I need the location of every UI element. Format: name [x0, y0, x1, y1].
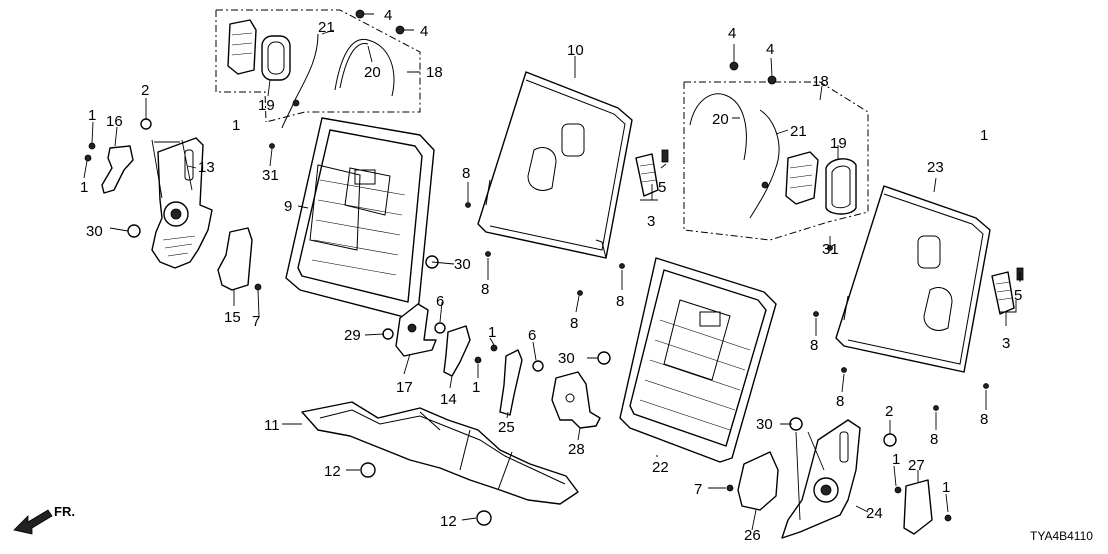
callout: 27: [908, 457, 925, 474]
part-28-bracket: [551, 371, 601, 429]
callout: 30: [454, 256, 471, 273]
callout: 1: [942, 479, 950, 496]
callout: 8: [462, 165, 470, 182]
callout: 14: [440, 391, 457, 408]
callout: 1: [892, 451, 900, 468]
callout: 3: [647, 213, 655, 230]
callout: 30: [558, 350, 575, 367]
callout: 3: [1002, 335, 1010, 352]
part-27-cover: [903, 479, 933, 535]
callout: 5: [658, 179, 666, 196]
part-15-cover: [217, 227, 253, 291]
lock-module-right: [785, 151, 819, 205]
callout: 2: [885, 403, 893, 420]
callout: 20: [364, 64, 381, 81]
callout: 8: [836, 393, 844, 410]
callout: 18: [426, 64, 443, 81]
callout: 7: [694, 481, 702, 498]
part-16-hook-bracket: [101, 145, 134, 194]
callout: 5: [1014, 287, 1022, 304]
part-9-seat-back-frame: [285, 117, 435, 319]
callout: 22: [652, 459, 669, 476]
part-19-seal-left: [261, 35, 291, 81]
callout: 1: [488, 324, 496, 341]
callout: 31: [262, 167, 279, 184]
callout: 29: [344, 327, 361, 344]
callout: 13: [198, 159, 215, 176]
part-14-trim: [443, 325, 471, 377]
part-11-seat-frame: [301, 401, 579, 505]
callout: 6: [528, 327, 536, 344]
callout: 8: [980, 411, 988, 428]
callout: 6: [436, 293, 444, 310]
front-marker-label: FR.: [54, 504, 75, 519]
callout: 30: [756, 416, 773, 433]
callout: 8: [481, 281, 489, 298]
part-22-seat-back-frame: [619, 257, 777, 463]
dashed-group-18-left: [215, 9, 421, 123]
part-5-buckle-center: [635, 149, 669, 197]
callout: 26: [744, 527, 761, 544]
callout: 25: [498, 419, 515, 436]
callout: 9: [284, 198, 292, 215]
callout: 8: [570, 315, 578, 332]
callout-labels: 1 1 1 1 1 1 1 1 2 2 3 3 4 4 4 4 5 5 6 6 …: [80, 7, 1022, 544]
leader-lines: [83, 13, 1021, 531]
part-13-hinge-bracket: [151, 137, 213, 269]
callout: 20: [712, 111, 729, 128]
callout: 1: [472, 379, 480, 396]
part-23-seat-back-board: [835, 185, 991, 373]
callout: 2: [141, 82, 149, 99]
callout: 31: [822, 241, 839, 258]
callout: 1: [232, 117, 240, 134]
cable-20-right: [689, 93, 747, 161]
part-17-hinge: [395, 303, 437, 357]
diagram-code: TYA4B4110: [1030, 529, 1093, 543]
callout: 30: [86, 223, 103, 240]
part-26-cover: [737, 451, 779, 511]
callout: 4: [728, 25, 736, 42]
callout: 4: [384, 7, 392, 24]
lock-module-left: [227, 19, 257, 75]
callout: 1: [88, 107, 96, 124]
callout: 21: [790, 123, 807, 140]
part-24-hinge-bracket: [781, 419, 861, 539]
callout: 15: [224, 309, 241, 326]
callout: 10: [567, 42, 584, 59]
callout: 11: [264, 417, 280, 434]
cable-21-right: [749, 109, 780, 219]
callout: 16: [106, 113, 123, 130]
callout: 21: [318, 19, 335, 36]
callout: 17: [396, 379, 413, 396]
callout: 23: [927, 159, 944, 176]
callout: 1: [980, 127, 988, 144]
callout: 28: [568, 441, 585, 458]
part-25-trim: [499, 349, 523, 416]
callout: 12: [324, 463, 341, 480]
callout: 24: [866, 505, 883, 522]
callout: 8: [930, 431, 938, 448]
part-19-seal-right: [825, 158, 857, 215]
callout: 8: [616, 293, 624, 310]
callout: 4: [420, 23, 428, 40]
cable-20-left: [334, 38, 395, 97]
callout: 18: [812, 73, 829, 90]
callout: 1: [80, 179, 88, 196]
callout: 19: [258, 97, 275, 114]
callout: 8: [810, 337, 818, 354]
callout: 12: [440, 513, 457, 530]
callout: 7: [252, 313, 260, 330]
callout: 19: [830, 135, 847, 152]
bracket-connectors: [151, 139, 825, 521]
callout: 4: [766, 41, 774, 58]
part-10-seat-back-board: [477, 71, 633, 259]
front-arrow-icon: [13, 509, 53, 535]
